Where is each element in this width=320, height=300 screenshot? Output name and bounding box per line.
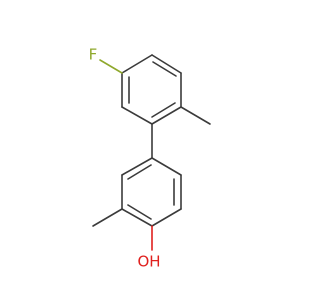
bond-upper-1	[121, 54, 153, 74]
bond-lower-6	[121, 157, 153, 176]
bond-upper-2-inner	[152, 61, 177, 77]
lower-ring	[121, 157, 182, 227]
bond-upper-5	[121, 106, 153, 125]
bond-lower-1	[151, 157, 182, 176]
bond-lower-6-inner	[127, 164, 152, 180]
bond-lower-3	[151, 208, 182, 227]
bond-methyl-upper	[180, 106, 211, 125]
fluorine-label: F	[89, 46, 98, 64]
structure-diagram: F OH	[89, 46, 211, 271]
hydroxyl-label: OH	[137, 253, 160, 271]
bond-lower-4	[121, 208, 153, 227]
bond-methyl-lower	[92, 208, 123, 227]
upper-ring	[121, 54, 182, 125]
bond-upper-2	[151, 54, 182, 74]
bond-upper-4	[151, 106, 182, 125]
bond-lower-4-inner	[127, 204, 152, 220]
bond-upper-4-inner	[151, 102, 176, 118]
bond-c-f	[99, 59, 123, 74]
molecule-canvas: F OH	[88, 45, 211, 271]
